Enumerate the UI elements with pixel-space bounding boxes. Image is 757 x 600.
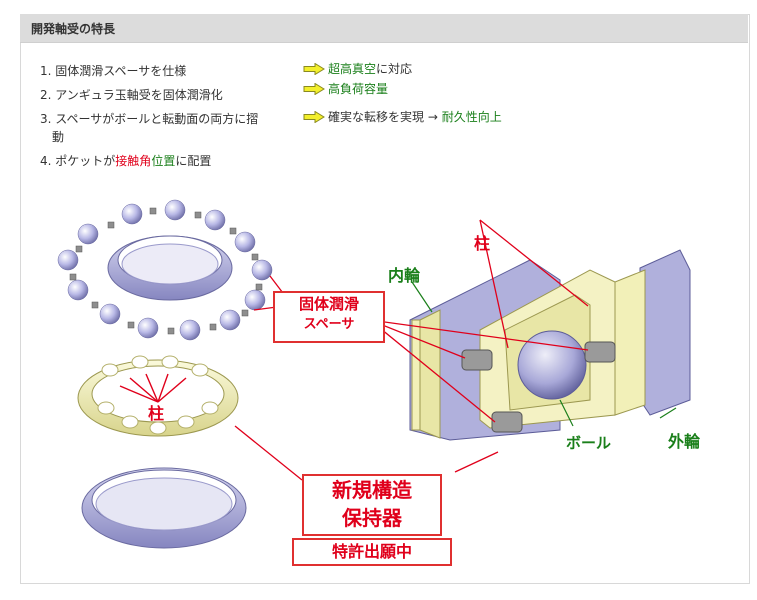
feature-number: 3. — [40, 112, 52, 126]
patent-pending-box: 特許出願中 — [292, 538, 452, 566]
arrow-right-icon — [303, 111, 325, 123]
durability-text: 耐久性向上 — [441, 110, 502, 124]
position-text: 位置 — [151, 154, 176, 168]
feature-text: 動 — [52, 130, 65, 144]
ball-label: ボール — [566, 434, 612, 452]
feature-number: 4. — [40, 154, 52, 168]
bearing-section — [409, 249, 691, 441]
result-3: 確実な転移を実現 → 耐久性向上 — [328, 109, 502, 125]
patent-label: 特許出願中 — [331, 542, 412, 561]
contact-angle-text: 接触角 — [115, 154, 152, 168]
feature-text: スペーサがボールと転動面の両方に摺 — [55, 112, 259, 126]
new-cage-label-line1: 新規構造 — [332, 478, 412, 502]
ultra-high-vacuum-text: 超高真空 — [328, 62, 377, 76]
feature-text: アンギュラ玉軸受を固体潤滑化 — [55, 88, 223, 102]
outer-ring — [81, 467, 247, 549]
feature-text: に配置 — [175, 154, 212, 168]
feature-item-4: 4. ポケットが接触角位置に配置 — [40, 152, 211, 170]
bearing-illustration — [57, 199, 691, 549]
section-header: 開発軸受の特長 — [20, 14, 748, 43]
callout-lines-green — [411, 281, 677, 427]
feature-item-1: 1. 固体潤滑スペーサを仕様 — [40, 62, 186, 80]
feature-text: ポケットが — [55, 154, 116, 168]
pillar-label-right: 柱 — [474, 234, 491, 253]
arrow-right-icon — [303, 83, 325, 95]
result-text: に対応 — [376, 62, 413, 76]
inner-ring-label: 内輪 — [388, 266, 421, 285]
section-title: 開発軸受の特長 — [31, 22, 116, 36]
result-text: 確実な転移を実現 → — [328, 110, 438, 124]
high-load-text: 高負荷容量 — [328, 82, 389, 96]
new-cage-label-line2: 保持器 — [342, 506, 402, 530]
feature-item-2: 2. アンギュラ玉軸受を固体潤滑化 — [40, 86, 223, 104]
arrow-right-icon — [303, 63, 325, 75]
feature-number: 1. — [40, 64, 52, 78]
pillar-label-left: 柱 — [148, 404, 165, 423]
feature-item-3-continued: 動 — [52, 128, 64, 146]
result-1: 超高真空に対応 — [328, 61, 412, 77]
outer-ring-label: 外輪 — [668, 432, 701, 451]
feature-text: 固体潤滑スペーサを仕様 — [55, 64, 187, 78]
feature-number: 2. — [40, 88, 52, 102]
spacer-callout-box: 固体潤滑 スペーサ — [273, 291, 385, 343]
spacer-label-line2: スペーサ — [303, 317, 355, 332]
feature-item-3: 3. スペーサがボールと転動面の両方に摺 — [40, 110, 258, 128]
cage-ring — [77, 355, 239, 437]
result-2: 高負荷容量 — [328, 81, 388, 97]
ball-spacer-ring — [57, 199, 273, 341]
spacer-label-line1: 固体潤滑 — [298, 295, 359, 313]
new-cage-callout-box: 新規構造 保持器 — [302, 474, 442, 536]
